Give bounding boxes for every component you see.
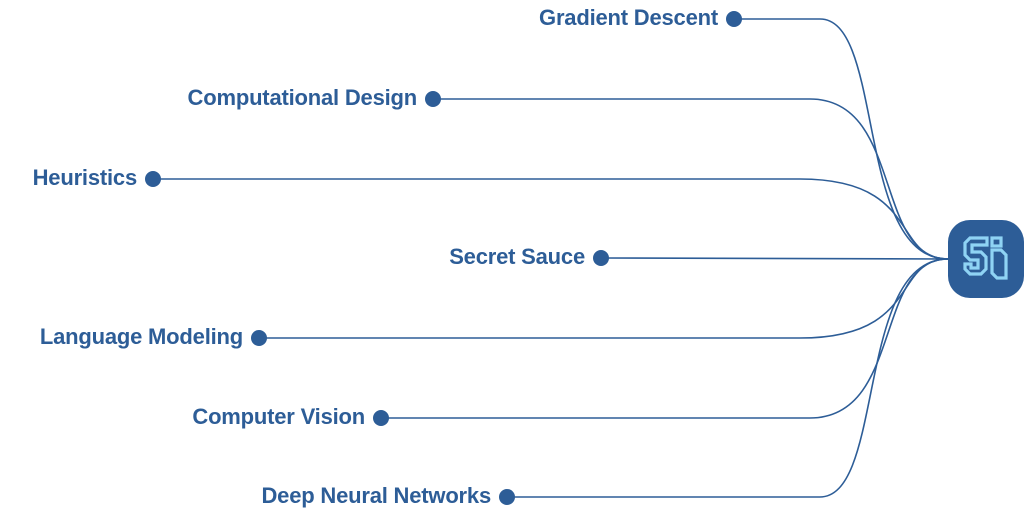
connector-line-computer-vision (381, 258, 949, 419)
connector-line-heuristics (153, 178, 949, 260)
node-dot-secret-sauce (593, 250, 609, 266)
node-dot-deep-neural-networks (499, 489, 515, 505)
connector-line-deep-neural-networks (507, 258, 949, 498)
node-dot-gradient-descent (726, 11, 742, 27)
node-label-heuristics: Heuristics (32, 165, 138, 190)
si-logo-i-stem (990, 248, 1008, 280)
node-dot-language-modeling (251, 330, 267, 346)
node-label-deep-neural-networks: Deep Neural Networks (261, 483, 491, 508)
si-logo-icon (948, 220, 1024, 298)
si-logo-s-shape (963, 236, 989, 276)
node-dot-heuristics (145, 171, 161, 187)
connector-line-gradient-descent (734, 18, 949, 260)
si-logo-glyph (963, 236, 1008, 280)
node-label-secret-sauce: Secret Sauce (449, 244, 585, 269)
node-label-language-modeling: Language Modeling (39, 324, 243, 349)
si-logo-i-dot (990, 236, 1003, 248)
connector-line-secret-sauce (600, 257, 949, 260)
node-dot-computer-vision (373, 410, 389, 426)
connector-line-language-modeling (259, 258, 949, 339)
node-label-computer-vision: Computer Vision (192, 404, 365, 429)
node-label-gradient-descent: Gradient Descent (539, 5, 718, 30)
node-dot-computational-design (425, 91, 441, 107)
node-label-computational-design: Computational Design (187, 85, 418, 110)
